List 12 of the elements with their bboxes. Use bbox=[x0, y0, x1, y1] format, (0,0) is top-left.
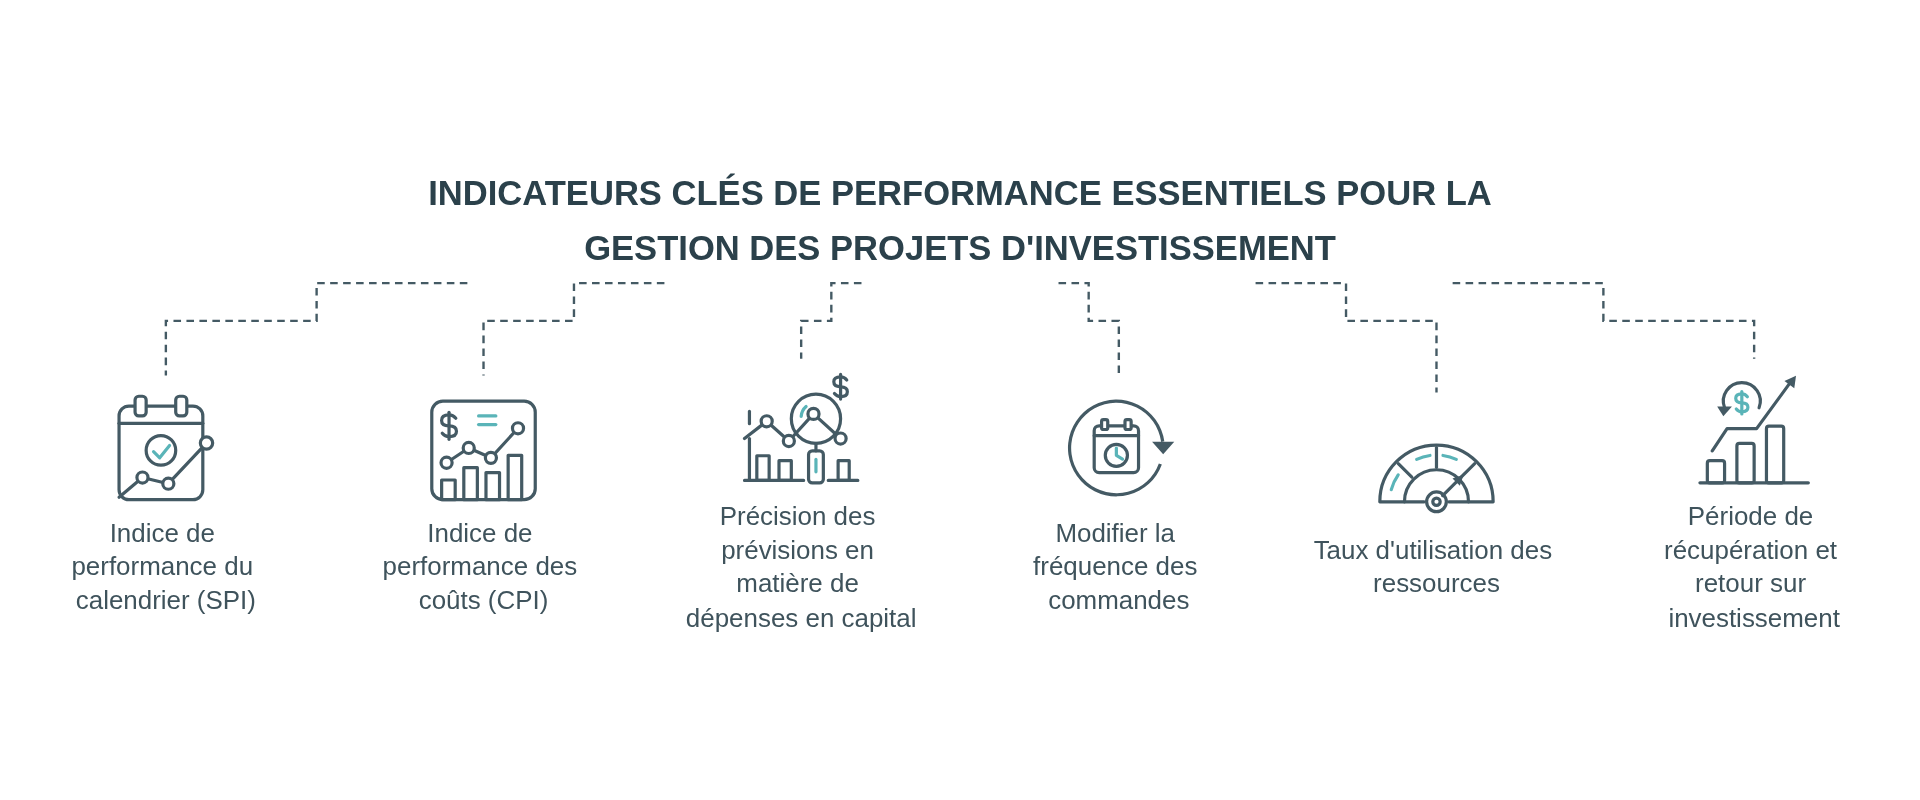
node-text: Indice de performance du calendrier (SPI) bbox=[71, 518, 256, 615]
node-text: Taux d'utilisation des ressources bbox=[1313, 535, 1553, 598]
connector bbox=[799, 281, 862, 360]
connector bbox=[1255, 281, 1438, 394]
connector bbox=[482, 281, 665, 377]
node-text: Modifier la fréquence des commandes bbox=[1033, 518, 1198, 615]
node-text: Période de récupération et retour sur investissement bbox=[1664, 501, 1840, 632]
node-text: Précision des prévisions en matière de dépenses en capital bbox=[685, 501, 917, 632]
connector bbox=[1452, 281, 1756, 360]
node-text: Indice de performance des coûts (CPI) bbox=[382, 518, 578, 615]
connector bbox=[164, 281, 468, 377]
node-text: INDICATEURS CLÉS DE PERFORMANCE ESSENTIELS POUR LA GESTION DES PROJETS D'INVESTISSEMENT bbox=[428, 173, 1492, 268]
